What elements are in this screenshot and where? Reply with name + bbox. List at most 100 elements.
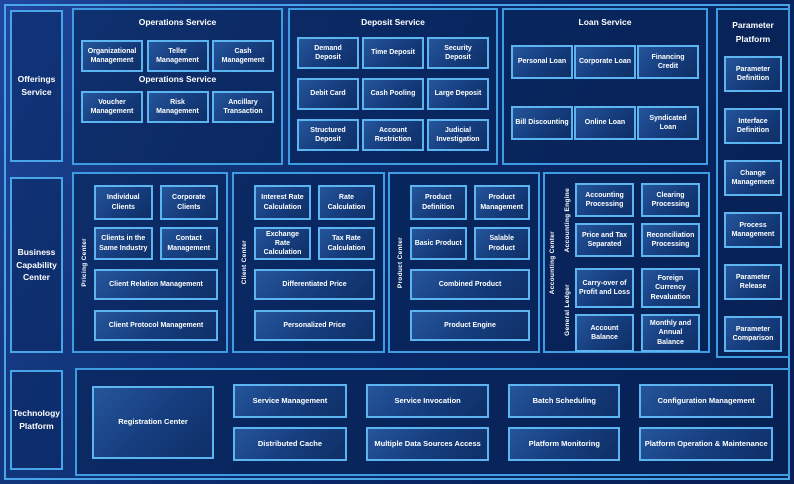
general-ledger-label: General Ledger bbox=[564, 284, 571, 336]
tech-column-2: Service Invocation Multiple Data Sources… bbox=[365, 383, 490, 461]
accounting-center-group: Accounting Center Accounting Engine Acco… bbox=[543, 172, 710, 353]
general-ledger-strip: General Ledger bbox=[560, 268, 575, 352]
registration-center-box: Registration Center bbox=[92, 385, 214, 459]
module-box: Large Deposit bbox=[427, 78, 489, 110]
loan-row-2: Bill Discounting Online Loan Syndicated … bbox=[504, 106, 706, 140]
client-center-label: Client Center bbox=[240, 240, 248, 285]
ledger-row-1: Carry-over of Profit and Loss Foreign Cu… bbox=[575, 268, 700, 308]
module-box: Demand Deposit bbox=[297, 37, 359, 69]
module-box: Debit Card bbox=[297, 78, 359, 110]
module-box: Risk Management bbox=[146, 91, 209, 123]
module-box: Account Restriction bbox=[362, 119, 424, 151]
parameter-platform-title: Parameter Platform bbox=[718, 10, 788, 47]
accounting-center-strip: Accounting Center bbox=[545, 174, 560, 351]
side-label-text: Offerings Service bbox=[17, 74, 56, 97]
accounting-engine-grid: Accounting Processing Clearing Processin… bbox=[575, 183, 700, 257]
pricing-center-label: Pricing Center bbox=[80, 238, 88, 287]
general-ledger-section: General Ledger Carry-over of Profit and … bbox=[560, 268, 700, 352]
side-label-offerings-service: Offerings Service bbox=[10, 10, 63, 162]
tech-column-4: Configuration Management Platform Operat… bbox=[639, 383, 774, 461]
module-box: Time Deposit bbox=[362, 37, 424, 69]
engine-row-2: Price and Tax Separated Reconciliation P… bbox=[575, 223, 700, 257]
module-box: Interface Definition bbox=[724, 107, 782, 144]
module-box: Salable Product bbox=[473, 227, 530, 260]
module-box: Teller Management bbox=[146, 40, 209, 72]
module-box: Accounting Processing bbox=[575, 183, 634, 217]
module-box: Basic Product bbox=[410, 227, 467, 260]
module-box: Change Management bbox=[724, 159, 782, 196]
parameter-platform-title-line2: Platform bbox=[735, 34, 771, 45]
module-box: Process Management bbox=[724, 211, 782, 248]
general-ledger-grid: Carry-over of Profit and Loss Foreign Cu… bbox=[575, 268, 700, 352]
operations-service-title: Operations Service bbox=[138, 17, 217, 27]
module-box: Configuration Management bbox=[639, 383, 774, 418]
client-row-2: Exchange Rate Calculation Tax Rate Calcu… bbox=[254, 227, 375, 260]
parameter-platform-title-line1: Parameter bbox=[732, 20, 774, 30]
product-center-group: Product Center Product Definition Produc… bbox=[388, 172, 540, 353]
module-box: Reconciliation Processing bbox=[641, 223, 700, 257]
deposit-row-3: Structured Deposit Account Restriction J… bbox=[290, 119, 496, 151]
deposit-row-2: Debit Card Cash Pooling Large Deposit bbox=[290, 78, 496, 110]
module-box: Product Definition bbox=[410, 185, 467, 220]
parameter-items: Parameter Definition Interface Definitio… bbox=[718, 55, 788, 352]
side-label-technology-platform: Technology Platform bbox=[10, 370, 63, 470]
module-box: Carry-over of Profit and Loss bbox=[575, 268, 634, 308]
technology-platform-group: Registration Center Service Management D… bbox=[75, 368, 790, 476]
tech-column-1: Service Management Distributed Cache bbox=[233, 383, 347, 461]
side-label-business-capability-center: Business Capability Center bbox=[10, 177, 63, 353]
module-box: Exchange Rate Calculation bbox=[254, 227, 311, 260]
module-box: Ancillary Transaction bbox=[212, 91, 274, 123]
engine-row-1: Accounting Processing Clearing Processin… bbox=[575, 183, 700, 217]
module-box: Parameter Comparison bbox=[724, 315, 782, 352]
module-box: Account Balance bbox=[575, 314, 634, 352]
client-row-1: Interest Rate Calculation Rate Calculati… bbox=[254, 185, 375, 220]
accounting-engine-section: Accounting Engine Accounting Processing … bbox=[560, 183, 700, 257]
accounting-center-content: Accounting Engine Accounting Processing … bbox=[560, 174, 708, 352]
module-box: Online Loan bbox=[574, 106, 636, 140]
module-box: Financing Credit bbox=[637, 45, 699, 79]
module-box: Service Management bbox=[233, 383, 347, 418]
module-box: Multiple Data Sources Access bbox=[365, 426, 490, 461]
module-box: Cash Management bbox=[212, 40, 274, 72]
product-center-content: Product Definition Product Management Ba… bbox=[410, 174, 538, 351]
module-box: Personal Loan bbox=[511, 45, 573, 79]
accounting-center-label: Accounting Center bbox=[549, 230, 556, 295]
loan-service-title: Loan Service bbox=[578, 17, 632, 27]
product-center-label: Product Center bbox=[396, 236, 404, 289]
module-box: Client Relation Management bbox=[94, 269, 218, 300]
tech-column-3: Batch Scheduling Platform Monitoring bbox=[508, 383, 621, 461]
loan-service-group: Loan Service Personal Loan Corporate Loa… bbox=[502, 8, 708, 165]
deposit-service-title: Deposit Service bbox=[361, 17, 425, 27]
module-box: Product Management bbox=[473, 185, 530, 220]
module-box: Platform Operation & Maintenance bbox=[639, 426, 774, 461]
module-box: Bill Discounting bbox=[511, 106, 573, 140]
module-box: Security Deposit bbox=[427, 37, 489, 69]
operations-service-subtitle: Operations Service bbox=[138, 74, 217, 84]
operations-row-1: Organizational Management Teller Managem… bbox=[74, 40, 281, 72]
client-center-content: Interest Rate Calculation Rate Calculati… bbox=[254, 174, 383, 351]
module-box: Voucher Management bbox=[81, 91, 143, 123]
client-center-strip: Client Center bbox=[234, 174, 254, 351]
product-row-2: Basic Product Salable Product bbox=[410, 227, 530, 260]
deposit-service-group: Deposit Service Demand Deposit Time Depo… bbox=[288, 8, 498, 165]
module-box: Batch Scheduling bbox=[508, 383, 621, 418]
product-center-strip: Product Center bbox=[390, 174, 410, 351]
module-box: Monthly and Annual Balance bbox=[641, 314, 700, 352]
module-box: Judicial Investigation bbox=[427, 119, 489, 151]
module-box: Structured Deposit bbox=[297, 119, 359, 151]
module-box: Syndicated Loan bbox=[637, 106, 699, 140]
module-box: Platform Monitoring bbox=[508, 426, 621, 461]
accounting-engine-label: Accounting Engine bbox=[564, 187, 571, 253]
deposit-row-1: Demand Deposit Time Deposit Security Dep… bbox=[290, 37, 496, 69]
client-center-group: Client Center Interest Rate Calculation … bbox=[232, 172, 385, 353]
pricing-row-2: Clients in the Same Industry Contact Man… bbox=[94, 227, 218, 260]
module-box: Cash Pooling bbox=[362, 78, 424, 110]
side-label-text: Business Capability Center bbox=[16, 246, 57, 283]
module-box: Combined Product bbox=[410, 269, 530, 300]
operations-service-group: Operations Service Organizational Manage… bbox=[72, 8, 283, 165]
module-box: Contact Management bbox=[159, 227, 218, 260]
loan-row-1: Personal Loan Corporate Loan Financing C… bbox=[504, 45, 706, 79]
module-box: Price and Tax Separated bbox=[575, 223, 634, 257]
module-box: Foreign Currency Revaluation bbox=[641, 268, 700, 308]
